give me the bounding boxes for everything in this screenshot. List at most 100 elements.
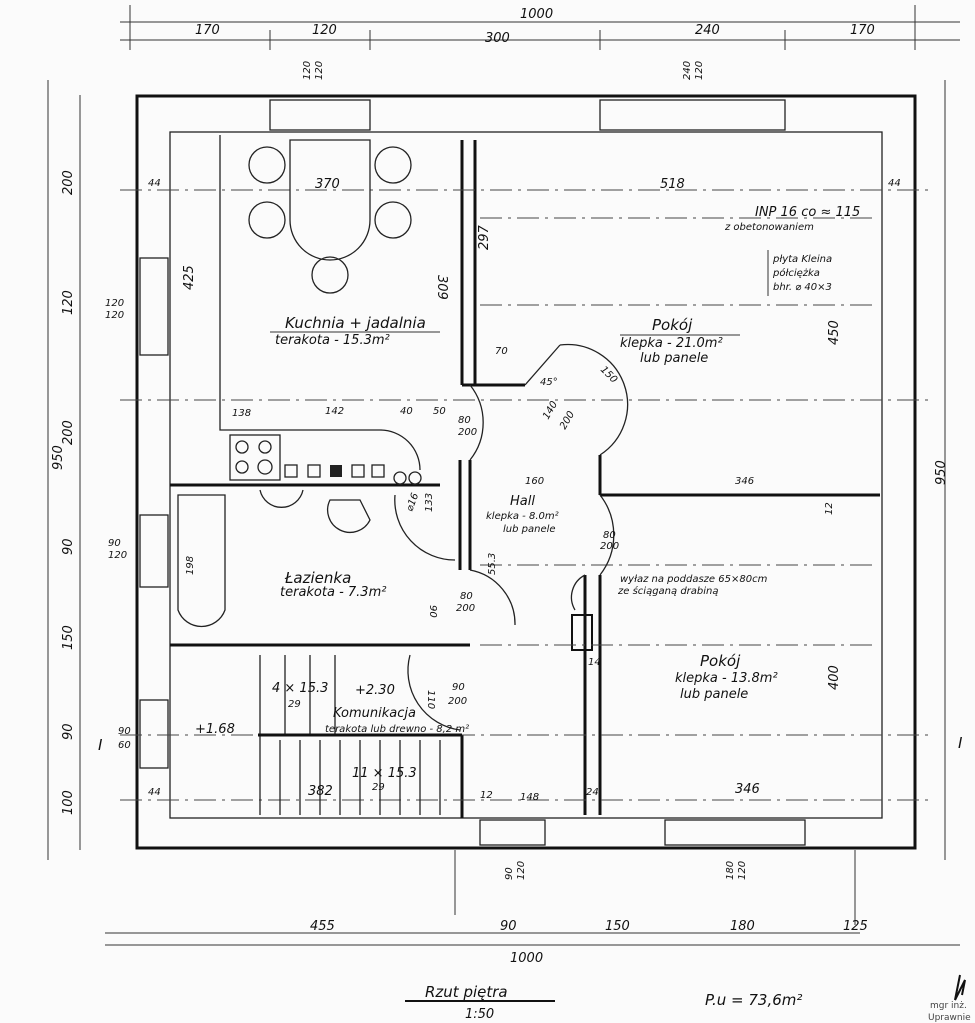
plan-annotation: 297 [477,224,492,250]
plan-annotation: I [958,734,963,752]
plan-annotation: 14 [588,657,601,668]
plan-annotation: 120 [516,861,527,880]
dining-table [248,139,412,294]
plan-linework [327,499,371,533]
signature-icon [954,974,966,1001]
plan-annotation: terakota - 7.3m² [280,585,386,600]
plan-annotation: +1.68 [195,722,235,737]
plan-linework [177,494,226,628]
plan-title: Rzut piętra [425,983,508,1001]
plan-annotation: 309 [434,275,449,300]
plan-annotation: 60 [118,740,131,751]
plan-annotation: 140 [541,399,560,421]
plan-annotation: 518 [660,177,685,192]
plan-linework [269,99,371,131]
plan-linework [374,201,412,239]
plan-annotation: 80 [460,591,473,602]
plan-annotation: 200 [458,427,477,438]
plan-annotation: 120 [105,310,124,321]
plan-annotation: 200 [61,420,76,445]
plan-annotation: 90 [108,538,121,549]
title-block: Rzut piętra 1:50 P.u = 73,6m² mgr inż. U… [405,974,971,1023]
plan-annotation: 120 [61,290,76,315]
plan-linework [139,257,169,356]
usable-area: P.u = 73,6m² [705,991,802,1009]
room-name-communication: Komunikacja [333,706,416,721]
plan-annotation: 125 [843,919,868,934]
plan-linework [235,440,249,454]
plan-linework [258,440,272,454]
plan-annotation: 80 [603,530,616,541]
plan-annotation: 70 [495,346,508,357]
plan-annotation: terakota - 15.3m² [275,333,390,348]
plan-annotation: płyta Kleina [772,254,832,265]
plan-annotation: 44 [888,178,901,189]
plan-linework [371,464,385,478]
plan-linework [289,139,371,261]
plan-annotation: 142 [325,406,344,417]
plan-annotation: 400 [827,665,842,690]
plan-annotation: mgr inż. [930,1001,967,1011]
plan-annotation: 120 [314,61,325,80]
plan-annotation: 80 [458,415,471,426]
plan-annotation: 90 [61,723,76,740]
plan-annotation: 170 [195,23,220,38]
plan-linework [248,201,286,239]
plan-annotation: 150 [598,364,619,385]
plan-annotation: 90 [500,919,517,934]
plan-annotation: 90 [504,867,515,880]
notes: INP 16 co ≈ 115 z obetonowaniem płyta Kl… [195,205,860,793]
plan-annotation: 120 [694,61,705,80]
plan-annotation: 90 [118,726,131,737]
plan-annotation: 120 [302,61,313,80]
plan-linework [408,471,422,485]
plan-annotation: 170 [850,23,875,38]
plan-annotation: 200 [558,409,577,431]
plan-annotation: 11 × 15.3 [352,766,417,781]
plan-annotation: 425 [182,265,197,290]
plan-linework [469,569,516,626]
plan-annotation: 138 [232,408,251,419]
plan-annotation: 180 [730,919,755,934]
plan-annotation: 120 [108,550,127,561]
plan-linework [257,459,273,475]
bottom-dimensions: 455 90 150 180 125 1000 90 120 180 120 [105,850,960,966]
room-name-hall: Hall [510,494,535,509]
plan-annotation: lub panele [640,351,708,366]
plan-annotation: 180 [725,861,736,880]
room-labels: Kuchnia + jadalnia terakota - 15.3m² Pok… [270,314,778,735]
plan-annotation: 200 [456,603,475,614]
room-name-bathroom: Łazienka [284,569,351,587]
plan-annotation: 100 [61,790,76,815]
plan-annotation: 44 [148,178,161,189]
plan-annotation: 133 [424,493,435,512]
plan-annotation: 120 [737,861,748,880]
left-dimensions: 950 200 120 200 90 150 90 100 120 120 90… [47,80,131,860]
plan-linework [284,464,298,478]
plan-annotation: 29 [288,699,301,710]
plan-annotation: 90 [61,538,76,555]
plan-annotation: 198 [185,556,196,575]
plan-annotation: 150 [605,919,630,934]
plan-annotation: 1000 [520,7,553,22]
plan-linework [524,344,561,386]
plan-linework [407,654,461,731]
plan-linework [559,343,629,456]
plan-annotation: 4 × 15.3 [272,681,328,696]
plan-annotation: 110 [425,690,436,709]
plan-annotation: 55.3 [487,553,498,575]
plan-annotation: wyłaz na poddasze 65×80cm [620,574,768,585]
plan-annotation: klepka - 8.0m² [486,511,559,522]
plan-linework [169,131,883,819]
plan-annotation: ze ściąganą drabiną [617,585,719,597]
plan-linework [330,465,342,477]
plan-linework [248,146,286,184]
plan-annotation: 24 [586,787,599,798]
plan-annotation: 120 [312,23,337,38]
plan-linework [394,494,456,561]
plan-linework [135,94,917,850]
plan-annotation: lub panele [680,687,748,702]
plan-annotation: 12 [824,502,835,515]
plan-annotation: 160 [525,476,544,487]
